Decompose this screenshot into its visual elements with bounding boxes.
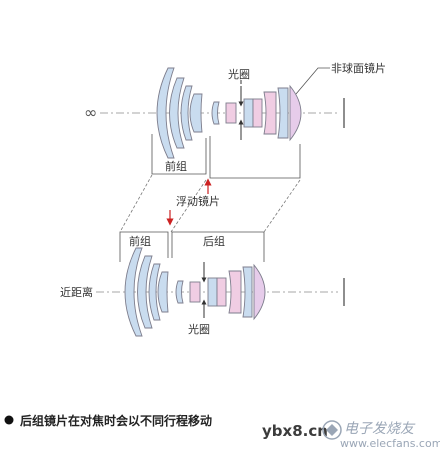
rear-lens-group-top: [225, 84, 302, 142]
rear-group-label: 后组: [203, 234, 225, 248]
front-element-4-b: [157, 271, 169, 313]
front-lens-group-bottom: [124, 247, 169, 337]
rear-element-4-b: [228, 270, 242, 314]
infinity-label: ∞: [84, 103, 97, 122]
floating-lens-top: [211, 101, 220, 125]
watermark-site: ybx8.cn: [262, 422, 328, 440]
aperture-label-top: 光圈: [228, 67, 250, 81]
rear-element-4: [263, 91, 277, 135]
front-group-label-bottom: 前组: [129, 234, 151, 248]
floating-lens-bottom: [175, 280, 184, 304]
caption: 后组镜片在对焦时会以不同行程移动: [4, 413, 212, 428]
rear-lens-group-bottom: [189, 263, 266, 321]
front-element-2-b: [137, 255, 153, 329]
caption-text: 后组镜片在对焦时会以不同行程移动: [20, 413, 212, 428]
aspheric-leader: [295, 67, 330, 95]
aspheric-element-bottom: [253, 263, 266, 321]
front-group-label-top: 前组: [165, 159, 187, 173]
transition: 浮动镜片: [119, 174, 301, 233]
rear-element-1: [225, 102, 237, 124]
rear-element-1-b: [189, 281, 201, 303]
front-element-1: [156, 67, 175, 159]
group-brackets-bottom: [119, 231, 265, 262]
front-lens-group-top: [156, 67, 203, 159]
near-distance-label: 近距离: [60, 285, 93, 299]
aspheric-lens-label: 非球面镜片: [331, 61, 386, 75]
floating-lens-label: 浮动镜片: [176, 194, 220, 208]
aspheric-element-top: [289, 84, 302, 142]
front-element-2: [169, 77, 185, 149]
rear-element-2-b: [207, 277, 218, 307]
front-element-3-b: [148, 263, 161, 321]
watermark: ybx8.cn 电子发烧友 www.elecfans.com: [262, 420, 440, 450]
front-element-3: [180, 85, 193, 141]
bottom-assembly: 前组 后组 近距离 光圈: [60, 231, 345, 337]
watermark-brand: 电子发烧友: [344, 421, 416, 437]
elecfans-logo-icon: [322, 420, 342, 440]
rear-element-3: [252, 98, 263, 128]
front-element-1-b: [124, 247, 143, 337]
rear-element-3-b: [216, 277, 227, 307]
rear-element-5: [277, 87, 289, 139]
front-element-4: [189, 93, 203, 133]
watermark-url: www.elecfans.com: [340, 437, 440, 450]
aperture-label-bottom: 光圈: [188, 322, 210, 336]
bullet-icon: [4, 415, 14, 425]
rear-element-2: [243, 98, 254, 128]
top-assembly: ∞ 光圈 非球面镜片 前组: [84, 61, 386, 179]
group-brackets-top: [151, 134, 301, 179]
rear-element-5-b: [242, 266, 253, 318]
